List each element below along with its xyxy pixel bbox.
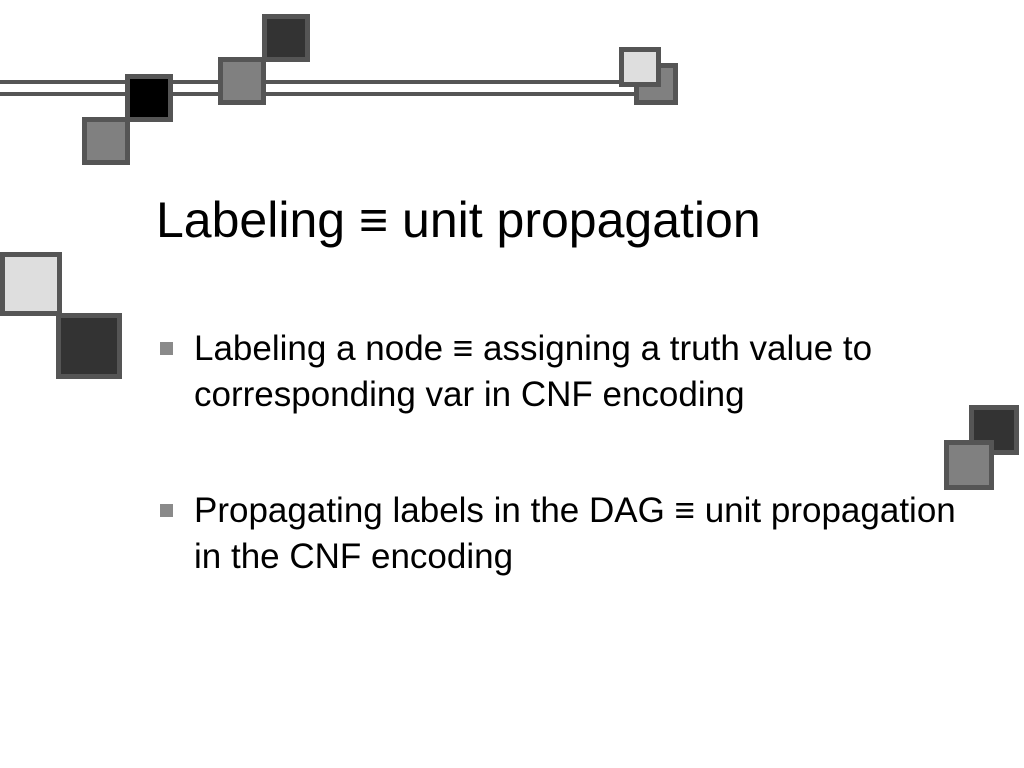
decor-square [82,117,130,165]
square-bullet-icon [160,504,173,517]
decor-line-top [0,80,660,84]
decor-square [619,47,661,87]
decor-line-bottom [0,92,660,96]
decor-square [944,440,994,490]
bullet-item: Propagating labels in the DAG ≡ unit pro… [156,488,956,580]
decor-square [125,74,173,122]
decor-square [218,57,266,105]
decor-square [262,14,310,62]
bullet-list: Labeling a node ≡ assigning a truth valu… [156,326,956,650]
decor-square [0,252,62,316]
bullet-text: Propagating labels in the DAG ≡ unit pro… [194,491,956,576]
bullet-text: Labeling a node ≡ assigning a truth valu… [194,329,873,414]
decor-square [56,313,122,379]
slide-title: Labeling ≡ unit propagation [156,192,761,248]
bullet-item: Labeling a node ≡ assigning a truth valu… [156,326,956,418]
square-bullet-icon [160,342,173,355]
